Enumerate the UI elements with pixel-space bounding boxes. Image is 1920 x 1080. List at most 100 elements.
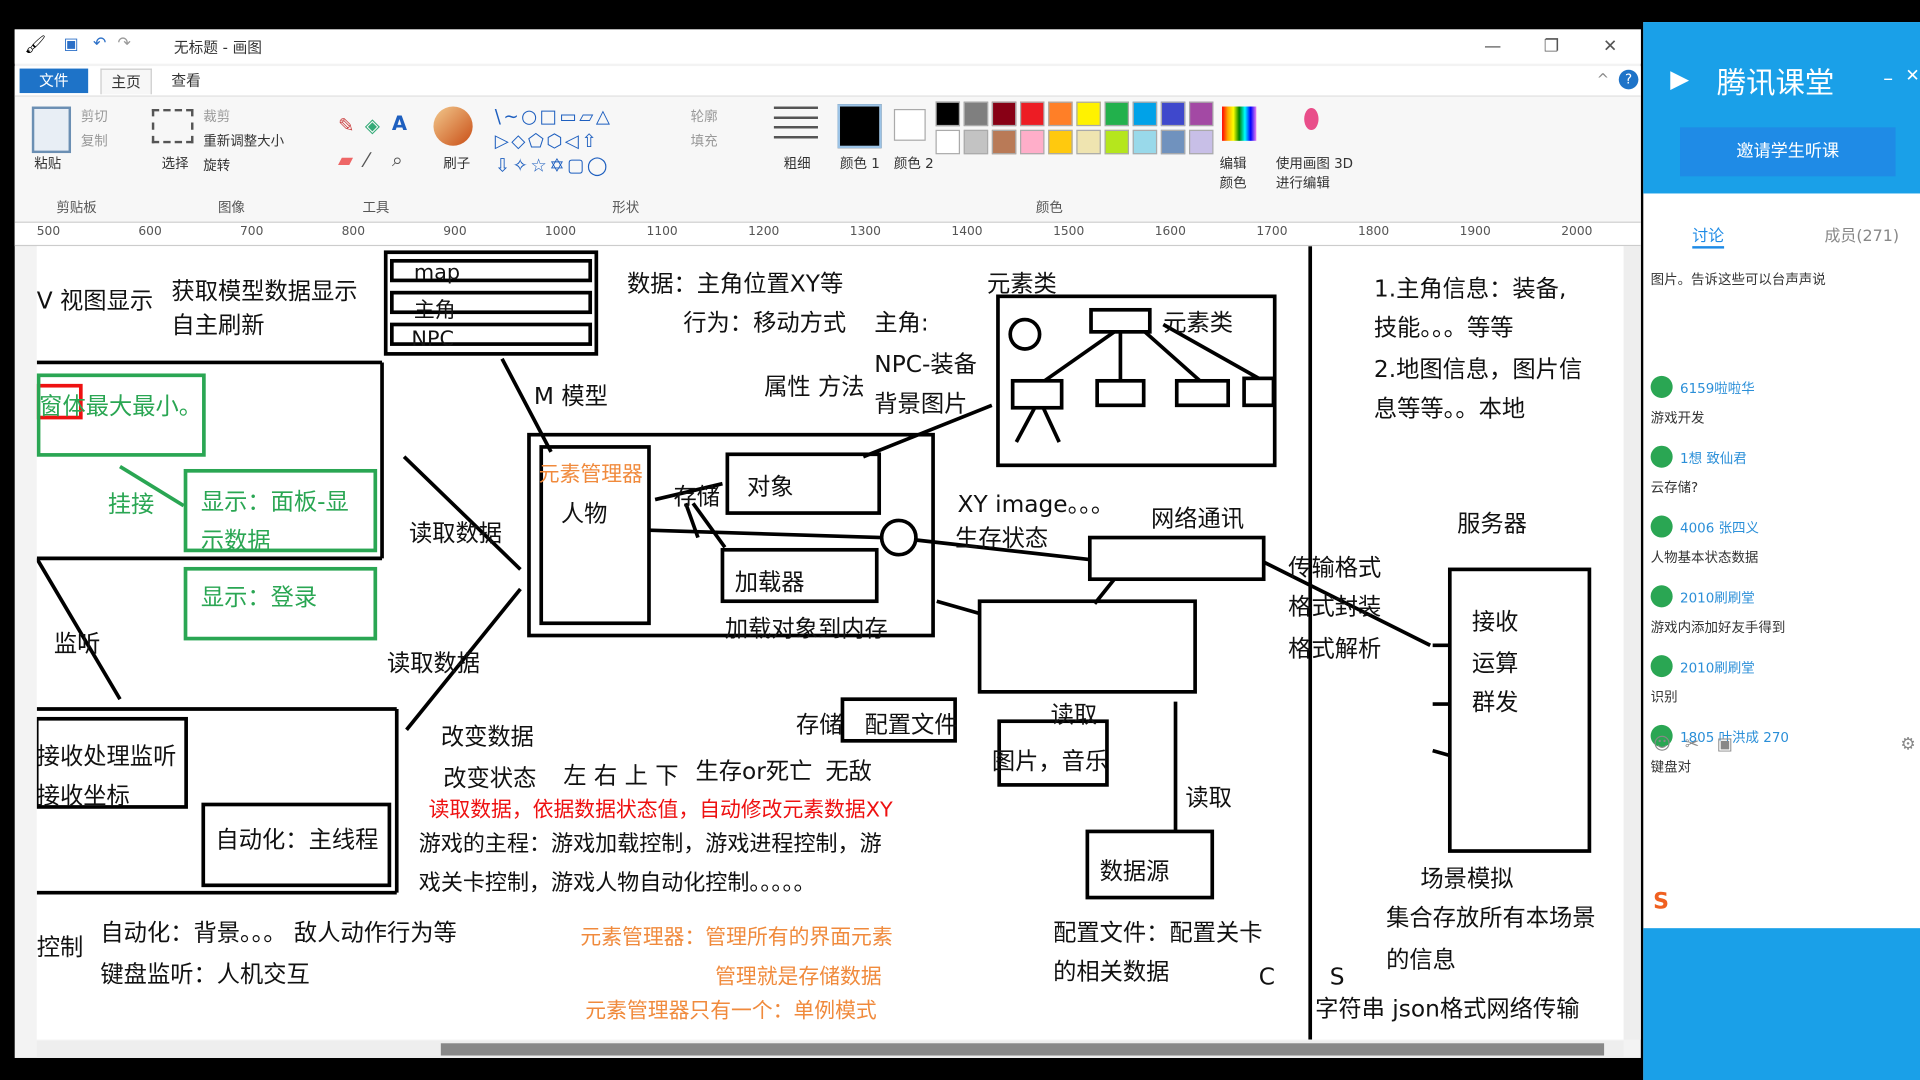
ruler-tick: 700: [240, 225, 264, 239]
palette-swatch[interactable]: [1104, 129, 1129, 155]
settings-icon[interactable]: ⚙: [1900, 734, 1916, 755]
palette-swatch[interactable]: [963, 129, 989, 155]
label-person: 人物: [560, 500, 608, 528]
collapse-ribbon-icon[interactable]: ^: [1596, 71, 1610, 89]
horizontal-scrollbar[interactable]: [36, 1040, 1624, 1058]
select-icon[interactable]: [151, 108, 194, 144]
avatar: [1650, 655, 1673, 678]
copy-button[interactable]: 复制: [80, 133, 108, 150]
window-title: 无标题 - 画图: [173, 39, 263, 57]
palette-swatch[interactable]: [991, 101, 1017, 127]
outline-button[interactable]: 轮廓: [690, 108, 718, 125]
palette-swatch[interactable]: [1188, 129, 1214, 155]
picker-icon[interactable]: ⁄: [364, 148, 369, 172]
label-loader: 加载器: [734, 569, 805, 597]
brush-label: 刷子: [443, 155, 471, 172]
message-author: 2010刷刷堂: [1680, 660, 1755, 676]
message-text: 云存储?: [1650, 480, 1699, 496]
pencil-icon[interactable]: ✎: [337, 113, 355, 138]
tab-file[interactable]: 文件: [19, 68, 89, 94]
text-icon[interactable]: A: [391, 111, 408, 135]
label-attr: 属性 方法: [764, 373, 865, 401]
eraser-icon[interactable]: ▰: [337, 148, 354, 172]
ruler-tick: 1300: [849, 225, 881, 239]
label-trans3: 格式解析: [1288, 635, 1382, 663]
palette-swatch[interactable]: [1076, 129, 1101, 155]
palette-swatch[interactable]: [1048, 101, 1073, 127]
palette-swatch[interactable]: [963, 101, 989, 127]
palette-swatch[interactable]: [935, 129, 961, 155]
label-alive: 生存状态: [955, 525, 1049, 553]
color2-swatch[interactable]: [893, 108, 926, 141]
save-icon[interactable]: ▣: [63, 35, 79, 54]
message-text: 游戏内添加好友手得到: [1650, 619, 1786, 636]
label-trans2: 格式封装: [1288, 593, 1382, 621]
label-liveordie: 生存or死亡: [695, 757, 813, 785]
scissors-icon[interactable]: ✂: [1684, 734, 1700, 755]
panel-footer: S: [1643, 889, 1920, 1080]
palette-swatch[interactable]: [1104, 101, 1129, 127]
label-scene1: 场景模拟: [1420, 865, 1514, 893]
group-image: 图像: [217, 199, 245, 216]
maximize-button[interactable]: ❐: [1543, 36, 1560, 57]
paint-app-icon: 🖌: [24, 35, 47, 56]
palette-swatch[interactable]: [1160, 101, 1186, 127]
paint3d-icon[interactable]: ⬮: [1302, 104, 1320, 135]
palette-swatch[interactable]: [935, 101, 961, 127]
close-button[interactable]: ✕: [1603, 36, 1618, 57]
input-method-icon[interactable]: S: [1653, 888, 1669, 915]
edit-colors-icon[interactable]: [1222, 106, 1257, 141]
tab-home[interactable]: 主页: [100, 68, 152, 95]
tab-view[interactable]: 查看: [171, 72, 201, 90]
cut-button[interactable]: 剪切: [80, 108, 108, 125]
palette-swatch[interactable]: [1188, 101, 1214, 127]
palette-swatch[interactable]: [1076, 101, 1101, 127]
label-hang: 挂接: [107, 491, 155, 518]
paste-icon[interactable]: [31, 106, 72, 154]
brush-icon[interactable]: [433, 106, 473, 146]
help-icon[interactable]: ?: [1618, 69, 1639, 90]
invite-button[interactable]: 邀请学生听课: [1680, 127, 1896, 177]
tab-discussion[interactable]: 讨论: [1692, 223, 1725, 249]
hscroll-thumb[interactable]: [440, 1043, 1605, 1056]
label-hero: 主角: [413, 298, 456, 324]
label-picmusic: 图片，音乐: [991, 748, 1109, 776]
label-store2: 存储: [795, 711, 843, 739]
color1-swatch[interactable]: [837, 104, 882, 149]
minimize-button[interactable]: —: [1484, 36, 1502, 57]
palette-swatch[interactable]: [991, 129, 1017, 155]
undo-icon[interactable]: ↶: [93, 34, 107, 53]
emoji-icon[interactable]: ☺: [1653, 734, 1671, 755]
palette-swatch[interactable]: [1048, 129, 1073, 155]
palette-swatch[interactable]: [1132, 101, 1158, 127]
message-author: 4006 张四义: [1680, 520, 1759, 537]
tab-members[interactable]: 成员(271): [1824, 227, 1900, 247]
panel-minimize-icon[interactable]: –: [1883, 66, 1894, 90]
resize-button[interactable]: 重新调整大小: [203, 133, 285, 150]
shapes-gallery[interactable]: \∼○□▭▱△▷◇⬠⬡◁⇧⇩✧☆✡▢◯: [494, 105, 613, 177]
palette-swatch[interactable]: [1020, 101, 1045, 127]
redo-icon[interactable]: ↷: [117, 34, 131, 53]
fill-button[interactable]: 填充: [690, 133, 718, 150]
drawing-canvas[interactable]: V 视图显示 获取模型数据显示 自主刷新 map 主角 NPC 数据：主角位置X…: [36, 246, 1624, 1040]
vertical-scrollbar[interactable]: [1623, 246, 1641, 1040]
color1-label: 颜色 1: [840, 155, 880, 172]
message-author: 2010刷刷堂: [1680, 590, 1755, 607]
magnifier-icon[interactable]: ⌕: [391, 148, 403, 172]
palette-swatch[interactable]: [1160, 129, 1186, 155]
size-icon[interactable]: [773, 106, 818, 144]
palette-swatch[interactable]: [1132, 129, 1158, 155]
label-mmodel: M 模型: [533, 383, 608, 411]
rotate-button[interactable]: 旋转: [203, 157, 231, 174]
image-icon[interactable]: ▣: [1716, 734, 1733, 755]
label-behavior: 行为：移动方式: [683, 309, 847, 337]
panel-close-icon[interactable]: ✕: [1905, 66, 1920, 86]
palette-swatch[interactable]: [1020, 129, 1045, 155]
label-keyboard: 键盘监听：人机交互: [100, 961, 310, 989]
crop-button[interactable]: 裁剪: [203, 108, 231, 125]
label-mainproc1: 游戏的主程：游戏加载控制，游戏进程控制，游: [418, 831, 882, 858]
fill-icon[interactable]: ◈: [364, 113, 380, 138]
group-tools: 工具: [362, 199, 390, 216]
label-show-panel: 显示：面板-显: [200, 488, 349, 516]
